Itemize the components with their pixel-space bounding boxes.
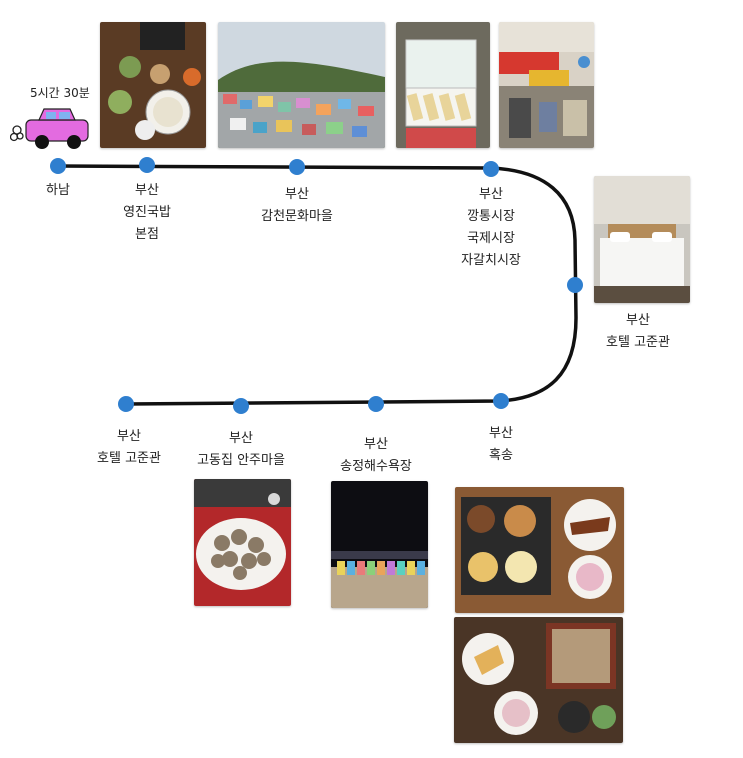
japanese-set-meal-photo[interactable] (455, 487, 624, 613)
stop-label-yeongjin-gukbap: 부산 영진국밥 본점 (123, 183, 171, 242)
stop-label-songjeong-beach: 부산 송정해수욕장 (340, 437, 412, 474)
stop-dot-restaurant[interactable] (493, 393, 509, 409)
stop-dot-hotel-1[interactable] (567, 277, 583, 293)
soba-tempura-meal-photo[interactable] (454, 617, 623, 743)
gamcheon-village-photo[interactable] (218, 22, 385, 148)
stop-dot-songjeong-beach[interactable] (368, 396, 384, 412)
stop-label-hanam: 하남 (46, 183, 70, 198)
stop-dot-yeongjin-gukbap[interactable] (139, 157, 155, 173)
travel-duration: 5시간 30분 (30, 86, 90, 100)
car-icon (10, 108, 89, 149)
stop-label-gamcheon: 부산 감천문화마을 (261, 187, 333, 224)
shellfish-dish-photo[interactable] (194, 479, 291, 606)
stop-label-markets: 부산 깡통시장 국제시장 자갈치시장 (461, 187, 521, 268)
stop-dot-godongjip[interactable] (233, 398, 249, 414)
market-street-shops-photo[interactable] (499, 22, 594, 148)
stop-label-restaurant: 부산 혹송 (489, 426, 513, 463)
market-food-display-photo[interactable] (396, 22, 490, 148)
stop-dot-hotel-2[interactable] (118, 396, 134, 412)
gukbap-meal-photo[interactable] (100, 22, 206, 148)
songjeong-beach-night-photo[interactable] (331, 481, 428, 608)
stop-dot-markets[interactable] (483, 161, 499, 177)
hotel-room-photo[interactable] (594, 176, 690, 303)
stop-dot-hanam[interactable] (50, 158, 66, 174)
stop-label-hotel-2: 부산 호텔 고준관 (97, 429, 161, 466)
stop-dot-gamcheon[interactable] (289, 159, 305, 175)
exhaust-puff-icon (10, 125, 24, 142)
stop-label-godongjip: 부산 고동집 안주마을 (197, 431, 285, 468)
stop-label-hotel-1: 부산 호텔 고준관 (606, 313, 670, 350)
